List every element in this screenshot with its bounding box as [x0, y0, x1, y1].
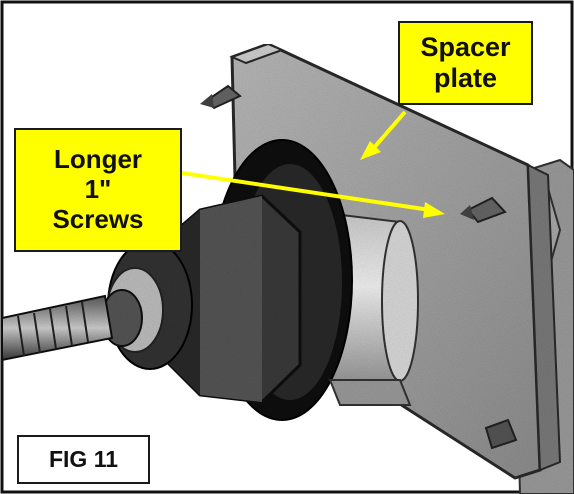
screw-top-left — [200, 84, 242, 110]
figure-label: FIG 11 — [17, 435, 150, 484]
callout-longer-screws: Longer 1" Screws — [14, 128, 182, 252]
callout-longer-screws-text: Longer 1" Screws — [52, 144, 144, 234]
screw-bottom — [484, 418, 518, 450]
callout-spacer-plate: Spacer plate — [398, 21, 533, 105]
arrow-longer-screws — [181, 171, 431, 212]
screw-right — [460, 196, 507, 224]
callout-spacer-plate-text: Spacer plate — [420, 31, 511, 93]
lower-housing — [328, 379, 412, 406]
arrow-spacer-plate — [370, 110, 407, 152]
